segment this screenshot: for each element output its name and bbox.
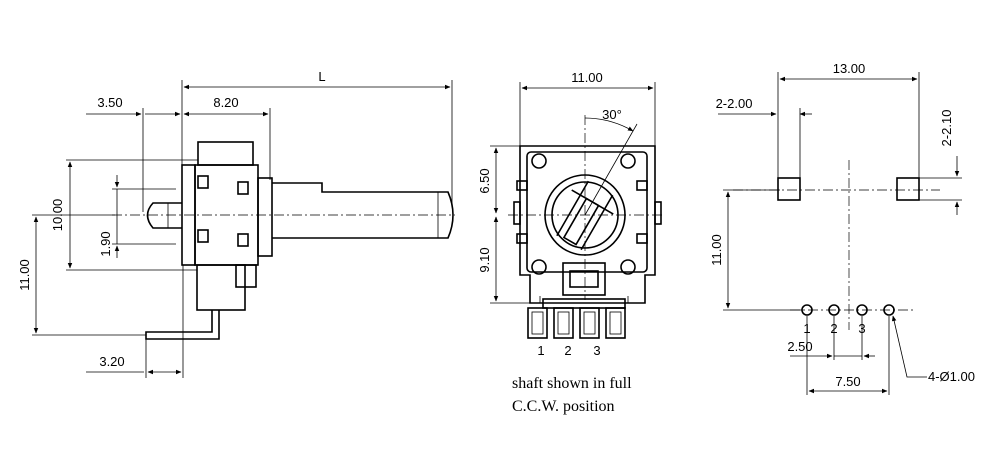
pcb-pin-1: 1 [803, 321, 810, 336]
pcb-pin-3: 3 [858, 321, 865, 336]
pcb-dim-holes: 4-Ø1.00 [928, 369, 975, 384]
pcb-dim-7-50: 7.50 [835, 374, 860, 389]
front-dim-11-00: 11.00 [571, 70, 603, 85]
pcb-layout: 13.00 2-2.00 2-2.10 11.00 2.50 7.50 4-Ø1… [709, 61, 975, 395]
shaft-position-note: shaft shown in full C.C.W. position [512, 375, 632, 415]
side-view: L 3.50 8.20 10.00 1.90 11.00 3.20 [17, 69, 455, 378]
side-dim-L: L [318, 69, 325, 84]
side-dim-8-20: 8.20 [213, 95, 238, 110]
front-pin-3: 3 [593, 343, 600, 358]
pcb-dim-11-00: 11.00 [709, 234, 724, 266]
note-line-1: shaft shown in full [512, 375, 632, 392]
front-dim-9-10: 9.10 [477, 247, 492, 272]
pcb-dim-2-2-10: 2-2.10 [939, 110, 954, 147]
front-view: 11.00 6.50 9.10 30° 1 2 3 [477, 70, 664, 358]
side-dim-11-00: 11.00 [17, 259, 32, 291]
note-line-2: C.C.W. position [512, 398, 615, 415]
pcb-dim-2-2-00: 2-2.00 [716, 96, 753, 111]
pcb-dim-13-00: 13.00 [833, 61, 866, 76]
side-dim-10-00: 10.00 [50, 199, 65, 232]
front-dim-6-50: 6.50 [477, 168, 492, 193]
side-dim-3-50: 3.50 [97, 95, 122, 110]
pcb-dim-2-50: 2.50 [787, 339, 812, 354]
side-dim-3-20: 3.20 [99, 354, 124, 369]
front-pin-1: 1 [537, 343, 544, 358]
pcb-pin-2: 2 [830, 321, 837, 336]
front-pin-2: 2 [564, 343, 571, 358]
front-angle-30: 30° [602, 107, 622, 122]
side-dim-1-90: 1.90 [98, 231, 113, 256]
